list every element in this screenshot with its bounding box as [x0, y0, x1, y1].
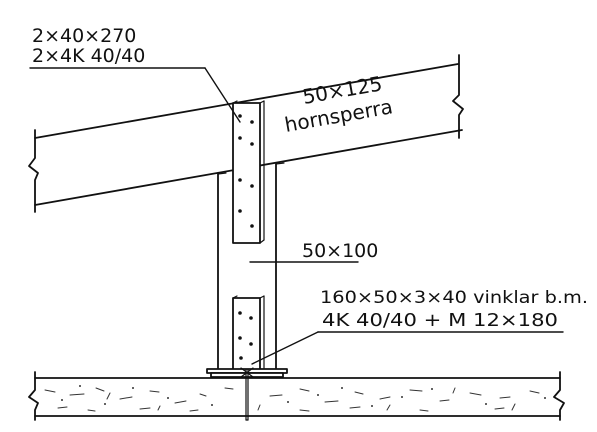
leader-connector	[29, 67, 241, 123]
upper-plate-nails	[238, 114, 254, 228]
post-size-label: 50×100	[302, 240, 378, 262]
angle-bracket-label-line1: 160×50×3×40 vinklar b.m.	[320, 288, 588, 308]
upper-connector-plate	[232, 100, 265, 244]
concrete-hatch	[44, 387, 540, 412]
break-mark-left	[28, 129, 39, 213]
break-mark-right	[452, 54, 464, 139]
angle-bracket-label-line2: 4K 40/40 + M 12×180	[322, 310, 558, 331]
lower-angle-bracket	[232, 295, 265, 371]
connector-label-line2: 2×4K 40/40	[32, 45, 145, 67]
post	[217, 163, 277, 373]
concrete-slab	[28, 371, 565, 421]
lower-bracket-nails	[238, 311, 253, 360]
concrete-dots	[61, 385, 546, 407]
leader-angle	[251, 331, 564, 365]
connector-label-line1: 2×40×270	[32, 25, 136, 47]
